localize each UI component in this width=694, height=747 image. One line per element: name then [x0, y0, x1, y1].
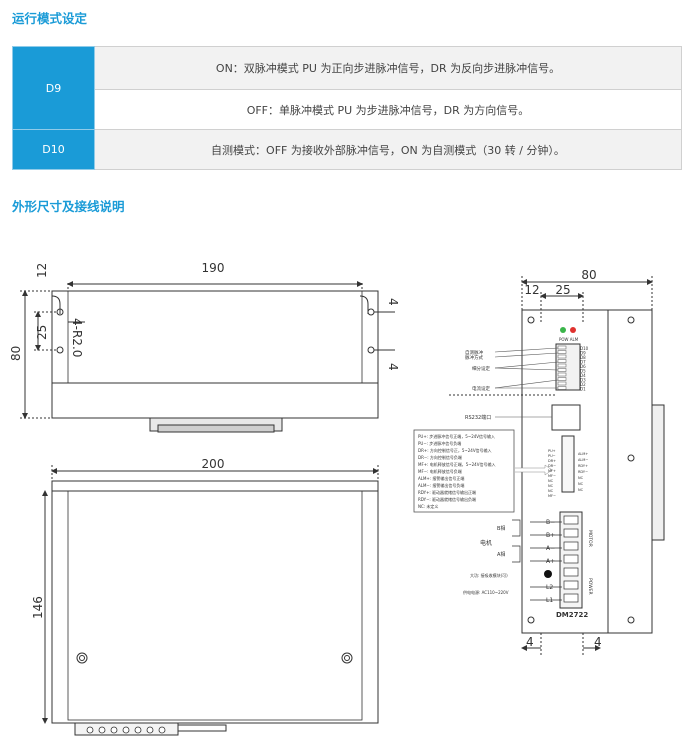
table-row: D9 ON：双脉冲模式 PU 为正向步进脉冲信号，DR 为反向步进脉冲信号。: [12, 46, 682, 130]
section-title-run-mode: 运行模式设定: [12, 11, 88, 26]
brake-terminal-icon: [544, 570, 552, 578]
switch-label: D3: [580, 378, 586, 383]
side-height-dim: 80: [9, 346, 23, 361]
switch-label: D10: [580, 346, 589, 351]
legend-arrow-icon: [515, 464, 553, 476]
pow-led-icon: [560, 327, 566, 333]
side-right-top-dim: 4: [386, 298, 400, 306]
signal-left: MF−: [548, 494, 556, 498]
dip-switch-block: [557, 345, 567, 390]
legend-line: PU−: 步进脉冲信号负端: [418, 440, 461, 446]
table-row: OFF：单脉冲模式 PU 为步进脉冲信号，DR 为方向信号。: [13, 89, 682, 130]
hole-label: 4-R2.0: [70, 318, 84, 357]
subdivision-label: 细分设定: [472, 365, 490, 372]
signal-right: RDY−: [578, 470, 588, 474]
b-phase-label: B相: [497, 525, 505, 532]
signal-right: NC: [578, 488, 584, 492]
front-mid-dim: 25: [555, 283, 570, 297]
terminal-label: B+: [546, 532, 555, 539]
terminal-label: L1: [546, 597, 553, 604]
bottom-length-dim: 200: [202, 457, 225, 471]
dimension-drawing: 190 12 25 80 4-R2.0 4 4 200 146: [9, 261, 665, 736]
param-value: OFF：单脉冲模式 PU 为步进脉冲信号，DR 为方向信号。: [94, 89, 682, 130]
legend-line: NC: 未定义: [418, 503, 438, 509]
signal-left: MF+: [548, 469, 556, 473]
signal-left: PU−: [548, 454, 556, 458]
signal-right: NC: [578, 476, 584, 480]
run-mode-table: D9 ON：双脉冲模式 PU 为正向步进脉冲信号，DR 为反向步进脉冲信号。 O…: [12, 46, 682, 170]
switch-label: D2: [580, 382, 586, 387]
side-right-bot-dim: 4: [386, 363, 400, 371]
legend-line: RDY−: 驱动器就绪信号输出负端: [418, 496, 476, 502]
current-label: 电流设定: [472, 385, 490, 392]
signal-left: PU+: [548, 449, 556, 453]
legend-line: MF+: 电机释放信号正端，5~24V信号输入: [418, 461, 495, 467]
signal-left: MF−: [548, 474, 556, 478]
legend-line: DR+: 方向控制信号正，5~24V信号输入: [418, 447, 492, 453]
terminal-block: [512, 515, 579, 603]
pulse-mode-label: 脉冲方式: [465, 354, 483, 361]
power-vertical-label: POWER: [587, 578, 593, 595]
legend-line: ALM+: 报警输出信号正端: [418, 475, 464, 481]
signal-left: NC: [548, 484, 554, 488]
motor-vertical-label: MOTOR: [587, 530, 593, 547]
switch-label: D7: [580, 360, 586, 365]
self-test-label: 自测脉冲: [465, 349, 483, 356]
signal-left: NC: [548, 479, 554, 483]
power-input-label: 供电电源: AC110~220V: [463, 589, 509, 595]
front-left-dim: 12: [524, 283, 539, 297]
motor-label: 电机: [480, 539, 492, 547]
signal-left: DR+: [548, 459, 556, 463]
terminal-label: A+: [546, 558, 555, 565]
param-value: 自测模式：OFF 为接收外部脉冲信号，ON 为自测模式（30 转 / 分钟）。: [94, 129, 682, 170]
signal-right: ALM+: [578, 452, 588, 456]
a-phase-label: A相: [497, 551, 505, 558]
signal-left: DR−: [548, 464, 556, 468]
legend-line: PU+: 步进脉冲信号正端，5~24V信号输入: [418, 433, 495, 439]
switch-label: D5: [580, 369, 586, 374]
signal-right: RDY+: [578, 464, 588, 468]
param-value: ON：双脉冲模式 PU 为正向步进脉冲信号，DR 为反向步进脉冲信号。: [94, 46, 682, 90]
front-bottom-left-dim: 4: [526, 635, 534, 649]
side-mid-dim: 25: [35, 325, 49, 340]
switch-label: D8: [580, 355, 586, 360]
signal-legend-box: [413, 429, 515, 513]
legend-line: RDY+: 驱动器就绪信号输出正端: [418, 489, 476, 495]
signal-right: ALM−: [578, 458, 588, 462]
side-top-dim: 12: [35, 263, 49, 278]
alm-led-icon: [570, 327, 576, 333]
legend-line: DR−: 方向控制信号负端: [418, 454, 462, 460]
front-bottom-right-dim: 4: [594, 635, 602, 649]
side-length-dim: 190: [202, 261, 225, 275]
side-view: [20, 281, 395, 433]
switch-label: D4: [580, 373, 586, 378]
param-key-d9: D9: [12, 46, 95, 130]
brake-label: 大功: 接吸收模块(可): [470, 572, 508, 578]
terminal-label: L2: [546, 584, 553, 591]
model-label: DM2722: [556, 611, 588, 619]
led-labels: POW ALM: [559, 337, 579, 342]
param-key-d10: D10: [12, 129, 95, 170]
terminal-label: A−: [546, 545, 555, 552]
front-width-dim: 80: [581, 268, 596, 282]
signal-left: NC: [548, 489, 554, 493]
legend-line: MF−: 电机释放信号负端: [418, 468, 462, 474]
switch-label: D9: [580, 351, 586, 356]
switch-label: D1: [580, 387, 586, 392]
terminal-label: B−: [546, 519, 555, 526]
bottom-terminal-row: [86, 726, 166, 734]
bottom-height-dim: 146: [31, 596, 45, 619]
rs232-label: RS232端口: [465, 414, 491, 421]
legend-line: ALM−: 报警输出信号负端: [418, 482, 464, 488]
callout-lines: [494, 347, 559, 418]
signal-right: NC: [578, 482, 584, 486]
bottom-view: [42, 465, 379, 736]
switch-label: D6: [580, 364, 586, 369]
section-title-dimensions: 外形尺寸及接线说明: [12, 199, 125, 214]
table-row: D10 自测模式：OFF 为接收外部脉冲信号，ON 为自测模式（30 转 / 分…: [12, 129, 682, 170]
